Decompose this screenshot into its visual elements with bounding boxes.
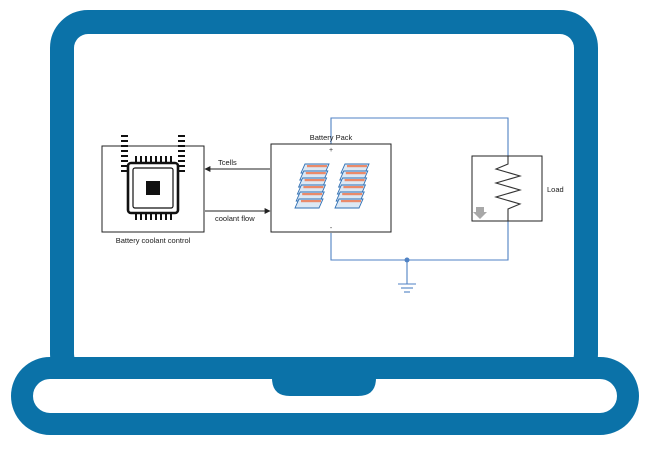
battery-pack-block[interactable] bbox=[270, 143, 392, 233]
negative-wire bbox=[330, 221, 509, 261]
coolant-flow-label: coolant flow bbox=[215, 214, 255, 223]
laptop-trackpad-notch bbox=[272, 368, 376, 396]
load-label: Load bbox=[547, 185, 564, 194]
diagram: Battery coolant control Tcells coolant f… bbox=[101, 117, 564, 293]
battery-cell bbox=[334, 198, 364, 209]
ground-junction bbox=[404, 257, 410, 263]
resistor-icon bbox=[494, 156, 522, 221]
battery-cell bbox=[294, 198, 324, 209]
down-arrow-icon bbox=[473, 207, 487, 219]
electrical-wires bbox=[330, 117, 509, 284]
controller-label: Battery coolant control bbox=[116, 236, 191, 245]
chip-icon bbox=[121, 135, 185, 220]
battery-negative-terminal: - bbox=[330, 225, 333, 232]
battery-positive-terminal: + bbox=[329, 147, 333, 154]
ground-icon bbox=[398, 283, 416, 293]
positive-wire bbox=[330, 117, 509, 156]
battery-pack-icon bbox=[294, 163, 370, 209]
battery-pack-title: Battery Pack bbox=[310, 133, 353, 142]
tcells-label: Tcells bbox=[218, 158, 237, 167]
